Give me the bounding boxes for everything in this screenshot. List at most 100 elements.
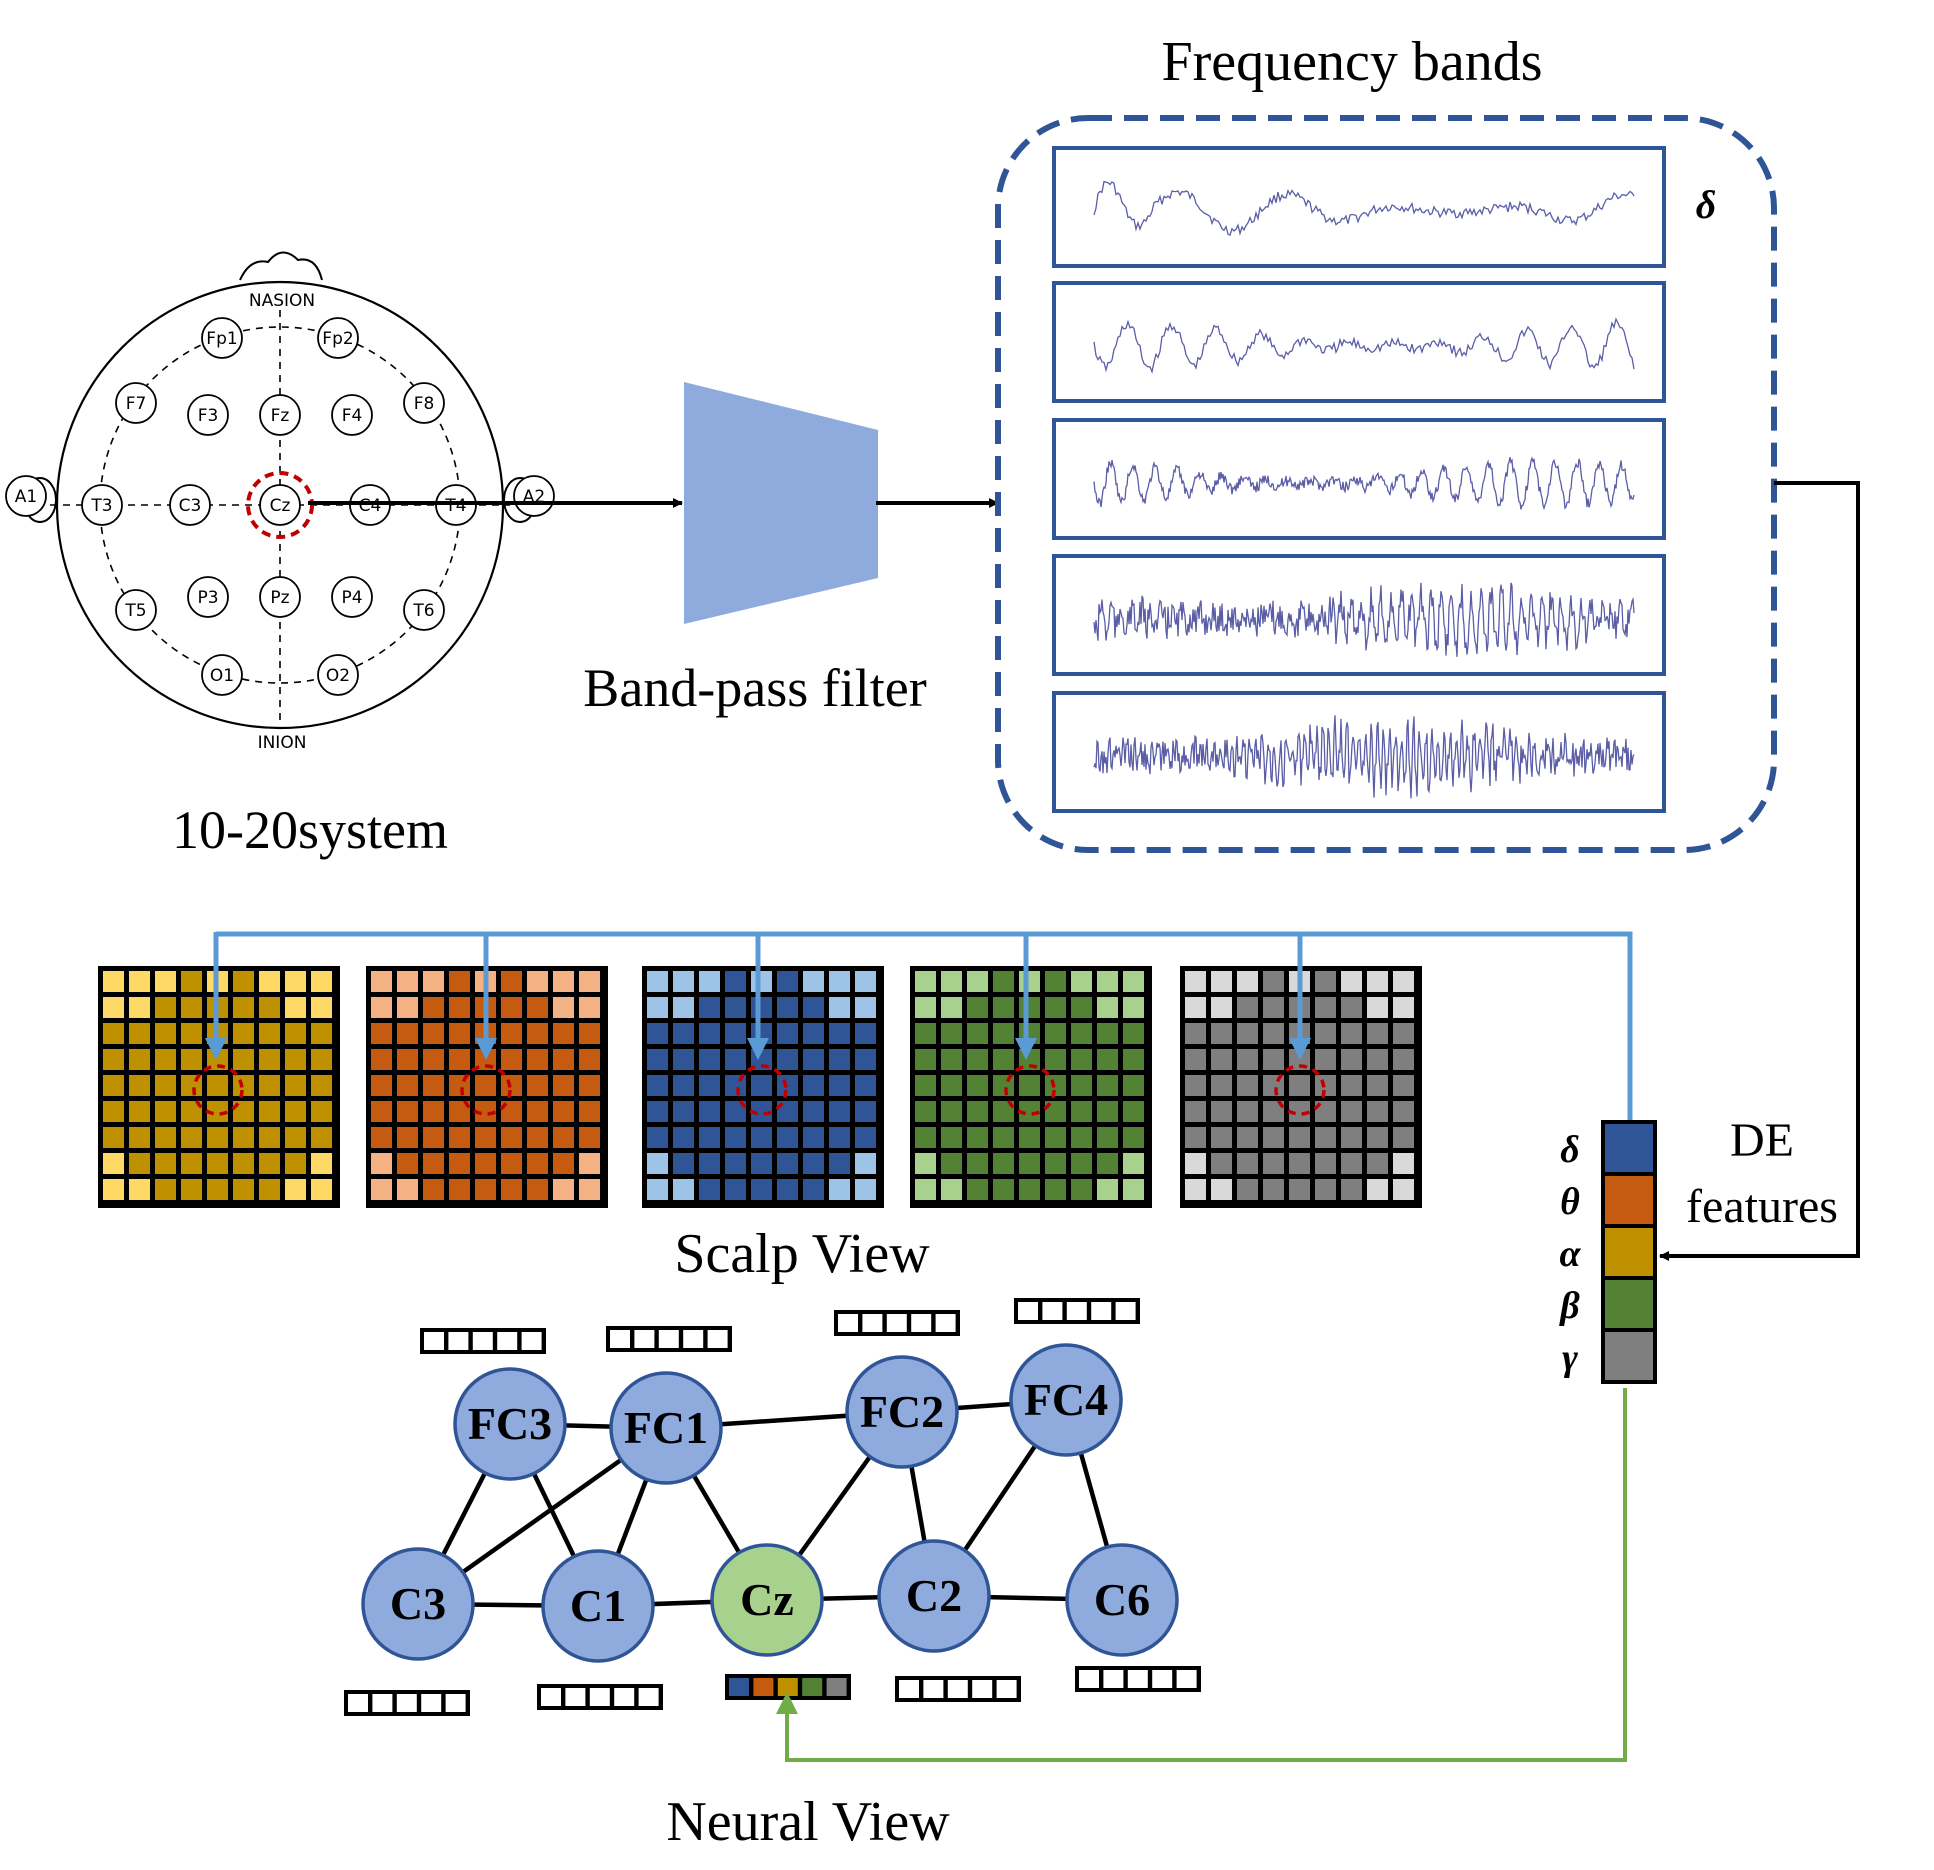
grid-cell	[181, 1023, 202, 1044]
grid-cell	[1045, 1179, 1066, 1200]
grid-cell	[259, 1023, 280, 1044]
feature-cell	[753, 1678, 774, 1696]
feature-cell	[947, 1680, 968, 1698]
feature-cell	[1152, 1670, 1173, 1688]
feature-cell	[658, 1330, 679, 1348]
grid-cell	[371, 1075, 392, 1096]
grid-cell	[233, 1179, 254, 1200]
grid-cell	[397, 1179, 418, 1200]
grid-cell	[1123, 1153, 1144, 1174]
grid-cell	[855, 1101, 876, 1122]
feature-cell	[1091, 1302, 1112, 1320]
grid-cell	[553, 1127, 574, 1148]
grid-cell	[579, 971, 600, 992]
grid-cell	[285, 971, 306, 992]
grid-cell	[129, 1101, 150, 1122]
grid-cell	[673, 971, 694, 992]
scalp-arrow-head	[205, 1038, 227, 1060]
grid-cell	[1071, 1127, 1092, 1148]
band-signal-2	[1093, 317, 1635, 374]
grid-cell	[285, 1101, 306, 1122]
grid-cell	[803, 1179, 824, 1200]
grid-cell	[129, 1075, 150, 1096]
grid-cell	[233, 1127, 254, 1148]
grid-cell	[1071, 1101, 1092, 1122]
grid-cell	[553, 1101, 574, 1122]
grid-cell	[259, 1127, 280, 1148]
grid-cell	[527, 1153, 548, 1174]
feature-box-1	[420, 1328, 546, 1354]
grid-cell	[647, 997, 668, 1018]
grid-cell	[1263, 1179, 1284, 1200]
grid-cell	[1097, 1075, 1118, 1096]
grid-cell	[915, 1179, 936, 1200]
grid-cell	[1019, 971, 1040, 992]
grid-cell	[993, 1127, 1014, 1148]
grid-cell	[371, 1101, 392, 1122]
feature-cell	[802, 1678, 823, 1696]
band-box-1	[1052, 146, 1666, 268]
grid-cell	[259, 1153, 280, 1174]
grid-cell	[285, 1153, 306, 1174]
grid-cell	[1393, 1023, 1414, 1044]
grid-cz-highlight	[1004, 1064, 1056, 1116]
grid-cell	[1019, 1179, 1040, 1200]
feature-cell	[911, 1314, 932, 1332]
grid-cell	[647, 971, 668, 992]
graph-node-label: C6	[1094, 1574, 1150, 1625]
graph-node-label: C1	[570, 1580, 626, 1631]
feature-cell	[886, 1314, 907, 1332]
grid-cell	[1123, 1049, 1144, 1070]
scalp-view-arrows	[205, 931, 1633, 1120]
grid-cell	[777, 1023, 798, 1044]
scalp-arrow-head	[747, 1038, 769, 1060]
grid-cell	[751, 1101, 772, 1122]
grid-cell	[803, 1023, 824, 1044]
grid-cell	[967, 1153, 988, 1174]
grid-cell	[1019, 1127, 1040, 1148]
grid-cell	[1071, 1179, 1092, 1200]
grid-cell	[829, 1179, 850, 1200]
grid-cell	[1045, 1023, 1066, 1044]
grid-cell	[993, 1179, 1014, 1200]
grid-cell	[1211, 971, 1232, 992]
electrode-label: P4	[341, 588, 362, 608]
grid-cell	[1289, 1179, 1310, 1200]
feature-box-7	[725, 1674, 851, 1700]
grid-cell	[777, 1153, 798, 1174]
grid-cell	[129, 1023, 150, 1044]
electrode-f7: F7	[115, 382, 157, 424]
grid-cell	[725, 1179, 746, 1200]
electrode-a2: A2	[513, 475, 555, 517]
grid-cell	[423, 997, 444, 1018]
grid-cell	[553, 1179, 574, 1200]
grid-cell	[181, 997, 202, 1018]
graph-node-fc1: FC1	[609, 1371, 723, 1485]
arrow-de-to-cz	[785, 1388, 1627, 1762]
feature-cell	[634, 1330, 655, 1348]
electrode-t3: T3	[81, 484, 123, 526]
electrode-o1: O1	[201, 654, 243, 696]
grid-cell	[397, 997, 418, 1018]
grid-cell	[1123, 1023, 1144, 1044]
electrode-p3: P3	[187, 576, 229, 618]
feature-cell	[1115, 1302, 1136, 1320]
grid-cell	[915, 997, 936, 1018]
graph-node-c3: C3	[361, 1547, 475, 1661]
grid-cell	[553, 1075, 574, 1096]
band-signal-boxes	[1052, 146, 1666, 813]
grid-cell	[449, 1153, 470, 1174]
grid-cell	[1045, 1153, 1066, 1174]
electrode-label: O2	[326, 666, 350, 686]
feature-cell	[935, 1314, 956, 1332]
grid-cell	[397, 1153, 418, 1174]
de-feature-symbol: α	[1559, 1233, 1581, 1275]
feature-cell	[445, 1694, 466, 1712]
electrode-t6: T6	[403, 589, 445, 631]
grid-cell	[941, 1049, 962, 1070]
grid-cell	[311, 1179, 332, 1200]
grid-cell	[259, 1179, 280, 1200]
grid-cell	[129, 971, 150, 992]
